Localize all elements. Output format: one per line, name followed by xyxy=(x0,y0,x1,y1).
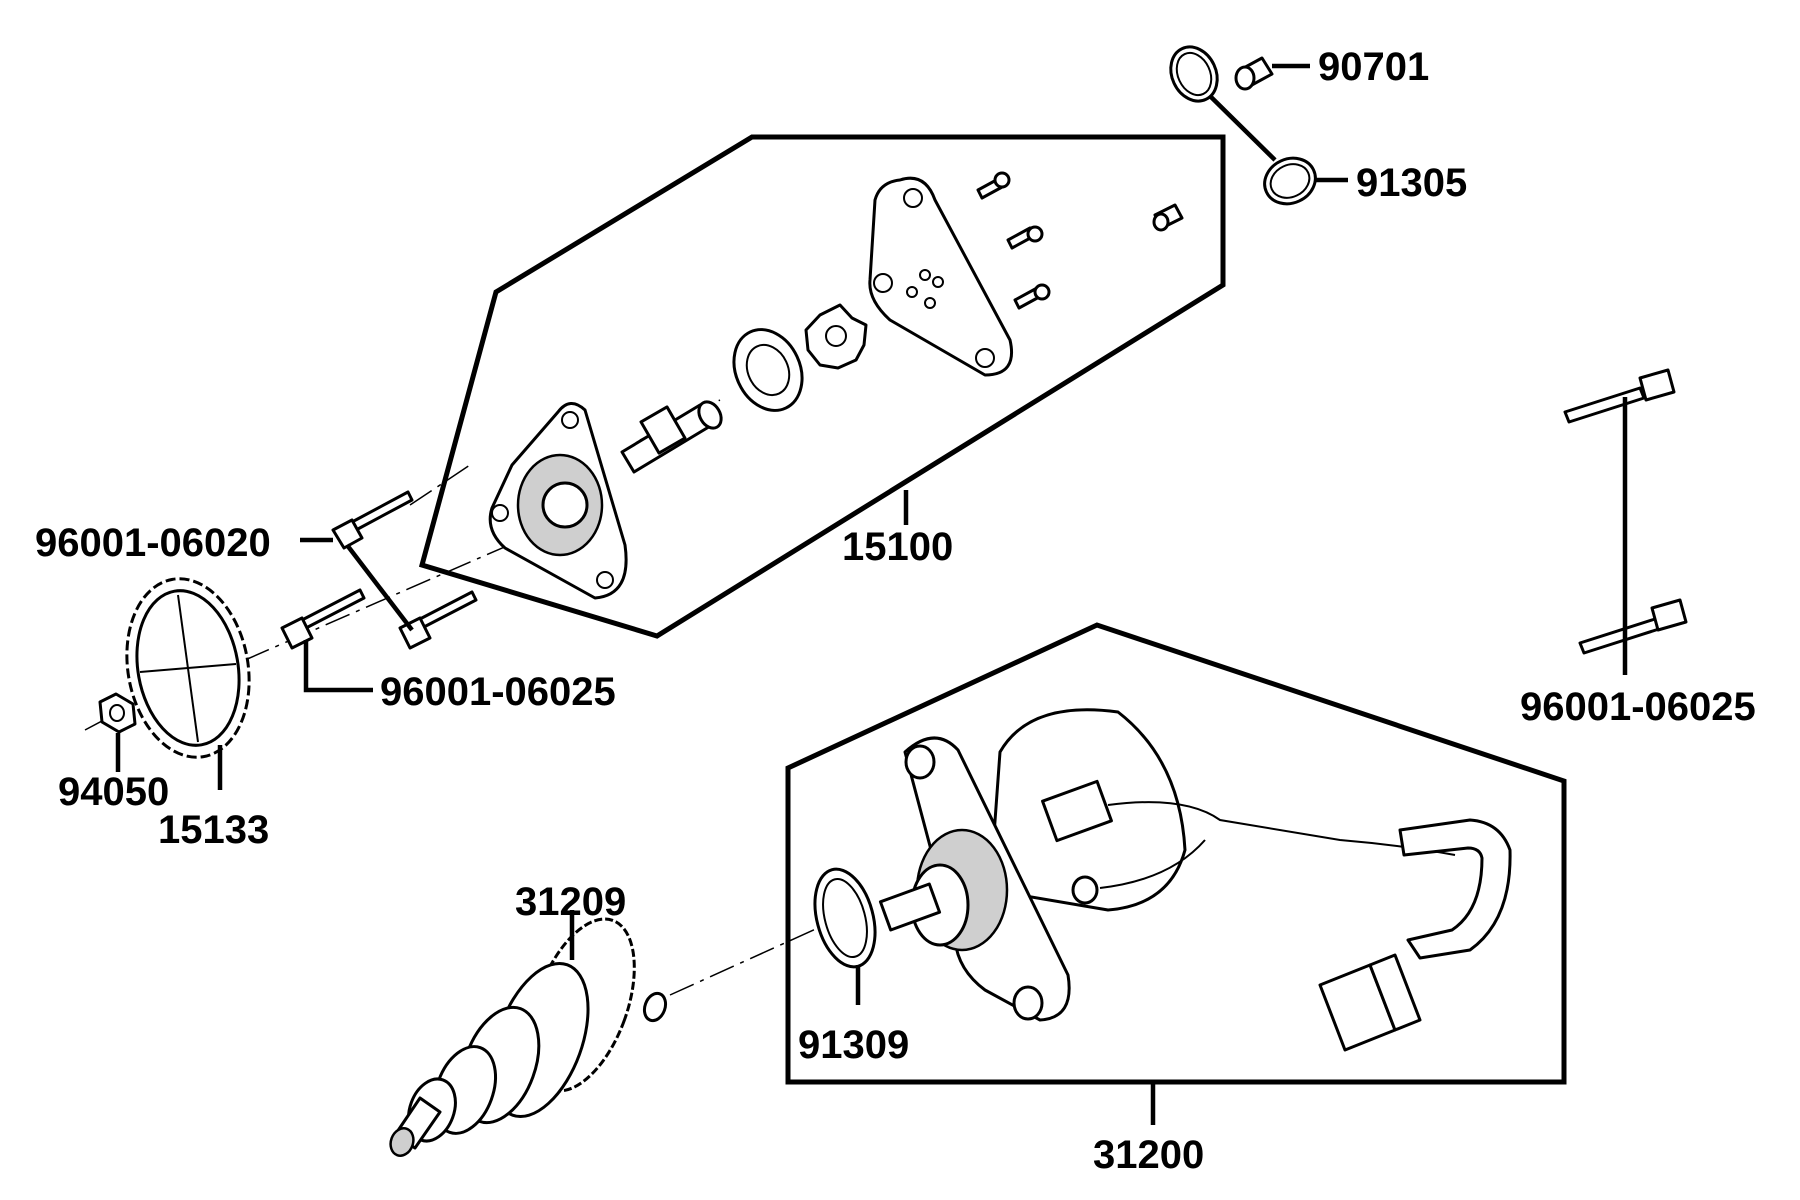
oil-pump-cover-plate xyxy=(868,176,1013,377)
outer-rotor xyxy=(732,328,804,412)
starter-motor-assembly-outline xyxy=(785,622,1567,1085)
label-96001-06025-right: 96001-06025 xyxy=(1520,685,1756,729)
starter-clutch-31209 xyxy=(389,917,668,1157)
oil-pump-body xyxy=(488,402,628,600)
label-31209: 31209 xyxy=(515,880,626,924)
label-15133: 15133 xyxy=(158,808,269,852)
oil-pump-assembly-outline xyxy=(418,134,1226,639)
label-90701: 90701 xyxy=(1318,45,1429,89)
label-94050: 94050 xyxy=(58,770,169,814)
leader-96001-06025-left xyxy=(303,640,373,693)
o-ring-91305 xyxy=(1169,45,1317,206)
starter-motor-31200 xyxy=(878,708,1512,1052)
label-91309: 91309 xyxy=(798,1023,909,1067)
pump-shaft xyxy=(620,400,723,474)
label-91305: 91305 xyxy=(1356,161,1467,205)
cover-screws xyxy=(976,171,1184,310)
label-96001-06025-left: 96001-06025 xyxy=(380,670,616,714)
sprocket-15133 xyxy=(125,577,251,759)
nut-94050 xyxy=(98,692,137,734)
label-96001-06020: 96001-06020 xyxy=(35,521,271,565)
loose-bolts-right xyxy=(1563,368,1688,655)
label-15100: 15100 xyxy=(842,525,953,569)
dowel-cap-90701 xyxy=(1234,56,1274,91)
label-31200: 31200 xyxy=(1093,1133,1204,1177)
gasket-91309 xyxy=(813,867,877,969)
inner-rotor xyxy=(804,303,868,370)
